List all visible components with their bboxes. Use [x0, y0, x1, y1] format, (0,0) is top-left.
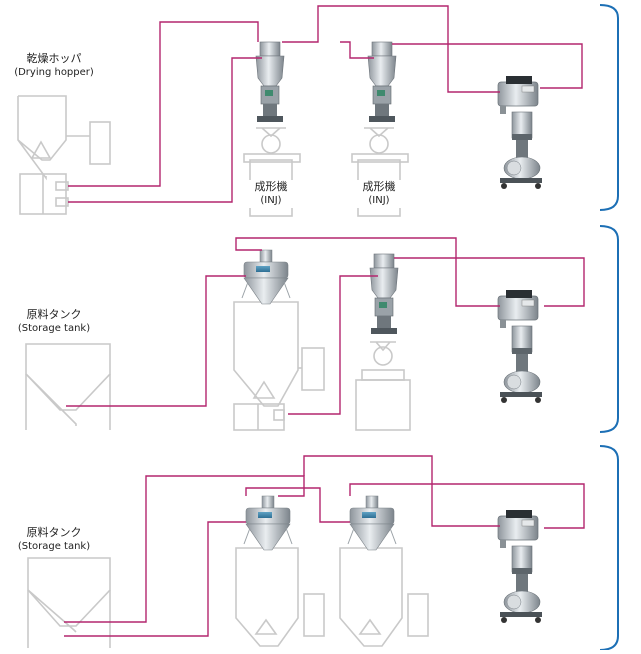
pipe-3c: [245, 487, 350, 523]
pipe-3e: [349, 483, 585, 529]
source-label-1: 乾燥ホッパ (Drying hopper): [4, 52, 104, 80]
drying-hopper-control-box: [89, 121, 111, 165]
source-label-2-jp: 原料タンク: [26, 308, 82, 321]
bracket-2: [599, 225, 619, 433]
receiver-hopper-3b: [347, 495, 397, 551]
machine-label-2: 成形機 (INJ): [354, 180, 404, 208]
dryer-hopper-3b: [339, 547, 403, 647]
dryer-control-box-2: [301, 347, 325, 391]
vacuum-blower-1: [497, 75, 543, 190]
pipe-1d: [340, 41, 374, 59]
bracket-1: [599, 4, 619, 211]
drying-hopper: [17, 95, 67, 181]
receiver-hopper-3a: [243, 495, 293, 551]
pipe-2b: [235, 237, 500, 307]
pipe-3b: [64, 521, 246, 637]
dryer-hopper-2: [233, 301, 299, 407]
pipe-1b: [68, 57, 262, 203]
hopper-loader-3: [369, 253, 399, 335]
pipe-1c: [282, 5, 500, 93]
machine-label-2-jp: 成形機: [362, 180, 396, 193]
receiver-hopper-2: [241, 249, 291, 305]
pipe-1e: [392, 43, 583, 89]
dryer-valve-box-2: [233, 403, 285, 431]
source-label-3-en: (Storage tank): [17, 541, 91, 552]
source-label-1-jp: 乾燥ホッパ: [26, 52, 82, 65]
source-label-2-en: (Storage tank): [17, 323, 91, 334]
source-label-2: 原料タンク (Storage tank): [4, 308, 104, 336]
machine-label-2-en: (INJ): [368, 195, 390, 206]
hopper-loader-2: [367, 41, 397, 123]
machine-label-1-en: (INJ): [260, 195, 282, 206]
dryer-control-box-3b: [407, 593, 429, 637]
pipe-2a: [66, 275, 246, 407]
pipe-2c: [288, 275, 378, 415]
pipe-1a: [68, 21, 259, 187]
dryer-control-box-3a: [303, 593, 325, 637]
pipe-3d: [303, 455, 500, 527]
source-label-3: 原料タンク (Storage tank): [4, 526, 104, 554]
pipe-3a: [64, 475, 305, 623]
hopper-loader-1: [255, 41, 285, 123]
source-label-1-en: (Drying hopper): [14, 67, 94, 78]
vacuum-blower-3: [497, 509, 543, 624]
storage-tank-1: [25, 343, 111, 426]
molding-machine-3: [355, 379, 411, 431]
machine-label-1-jp: 成形機: [254, 180, 288, 193]
dryer-hopper-3a: [235, 547, 299, 647]
machine-label-1: 成形機 (INJ): [246, 180, 296, 208]
vacuum-blower-2: [497, 289, 543, 404]
pipe-2d: [394, 257, 585, 307]
source-label-3-jp: 原料タンク: [26, 526, 82, 539]
storage-tank-2: [27, 557, 111, 633]
bracket-3: [599, 445, 619, 651]
